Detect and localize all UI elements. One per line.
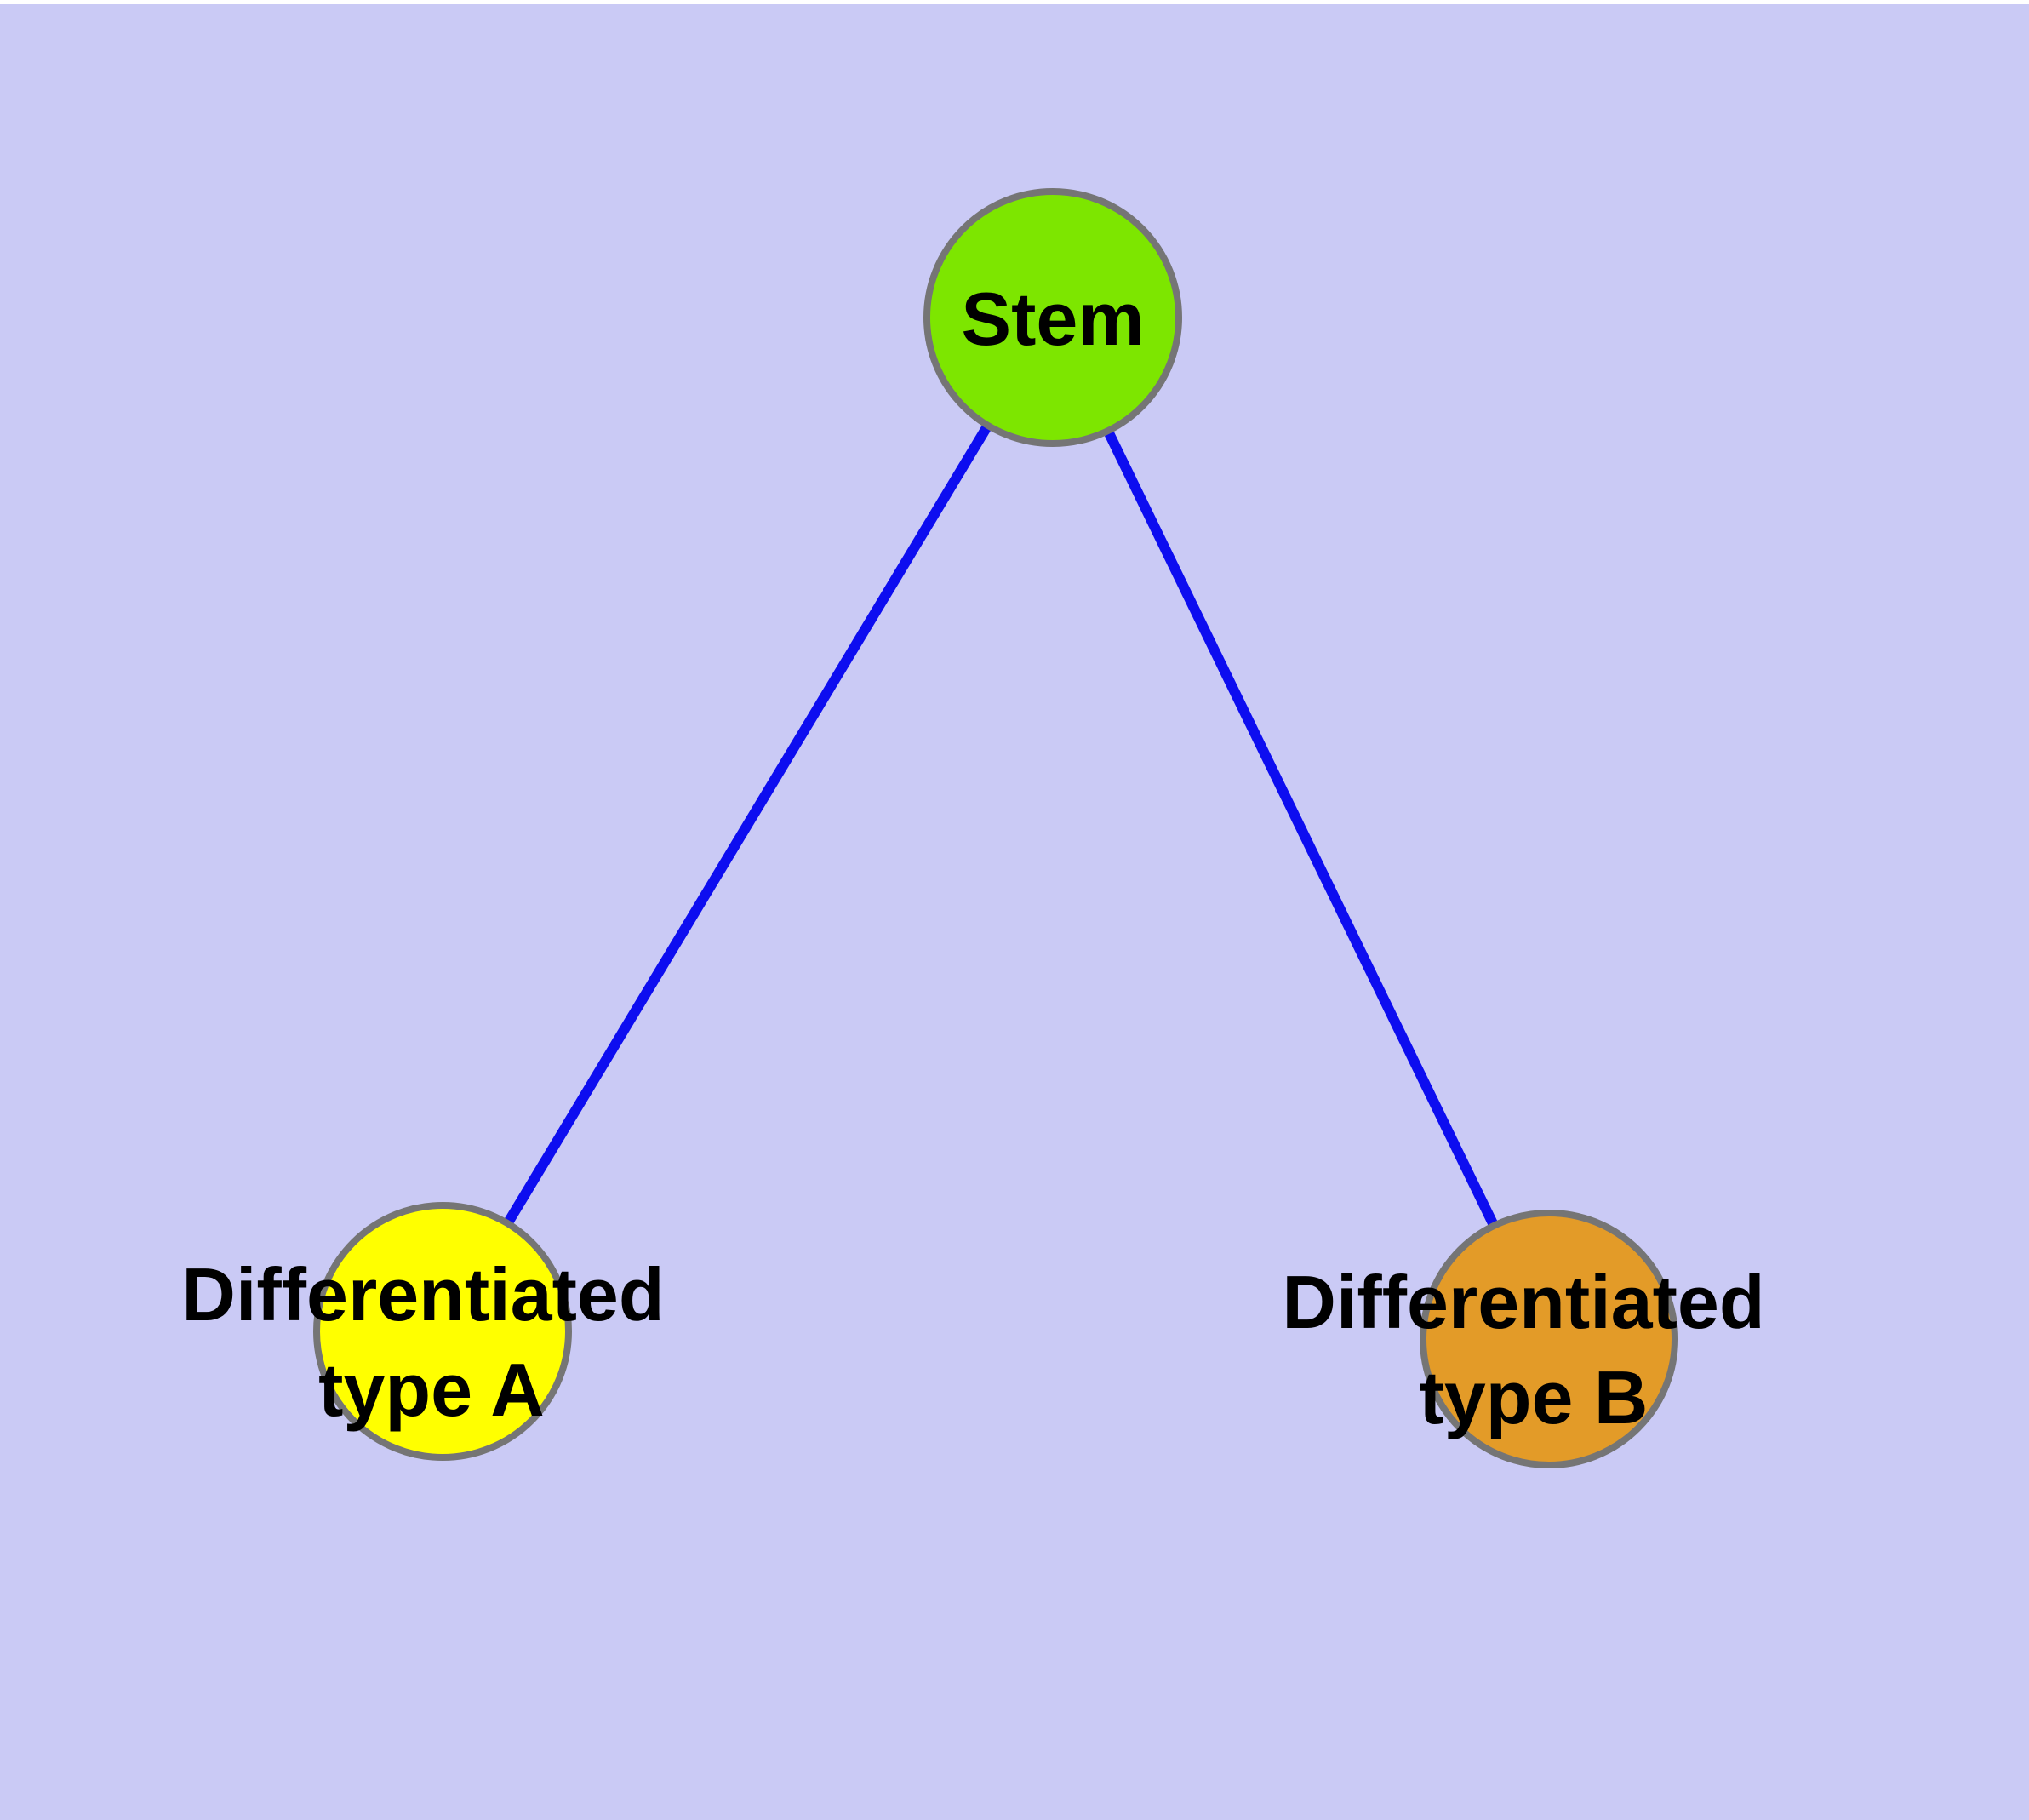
node-stem: Stem bbox=[923, 188, 1182, 447]
node-differentiated-type-a: Differentiated type A bbox=[181, 1202, 665, 1461]
edge-stem-to-type-a-line bbox=[437, 314, 1058, 1335]
node-type-b-label-line1: Differentiated bbox=[1282, 1260, 1764, 1344]
node-stem-circle bbox=[923, 188, 1182, 447]
node-type-b-label-line2: type B bbox=[1420, 1355, 1649, 1439]
node-type-b-circle bbox=[1420, 1210, 1678, 1468]
node-stem-label: Stem bbox=[961, 277, 1144, 361]
top-margin-strip bbox=[0, 0, 2029, 4]
node-type-a-label-line1: Differentiated bbox=[181, 1252, 664, 1336]
node-differentiated-type-b: Differentiated type B bbox=[1282, 1210, 1765, 1468]
edge-stem-to-type-b-line bbox=[1048, 315, 1554, 1342]
node-type-a-label-line2: type A bbox=[318, 1348, 545, 1432]
node-type-a-circle bbox=[313, 1202, 572, 1461]
